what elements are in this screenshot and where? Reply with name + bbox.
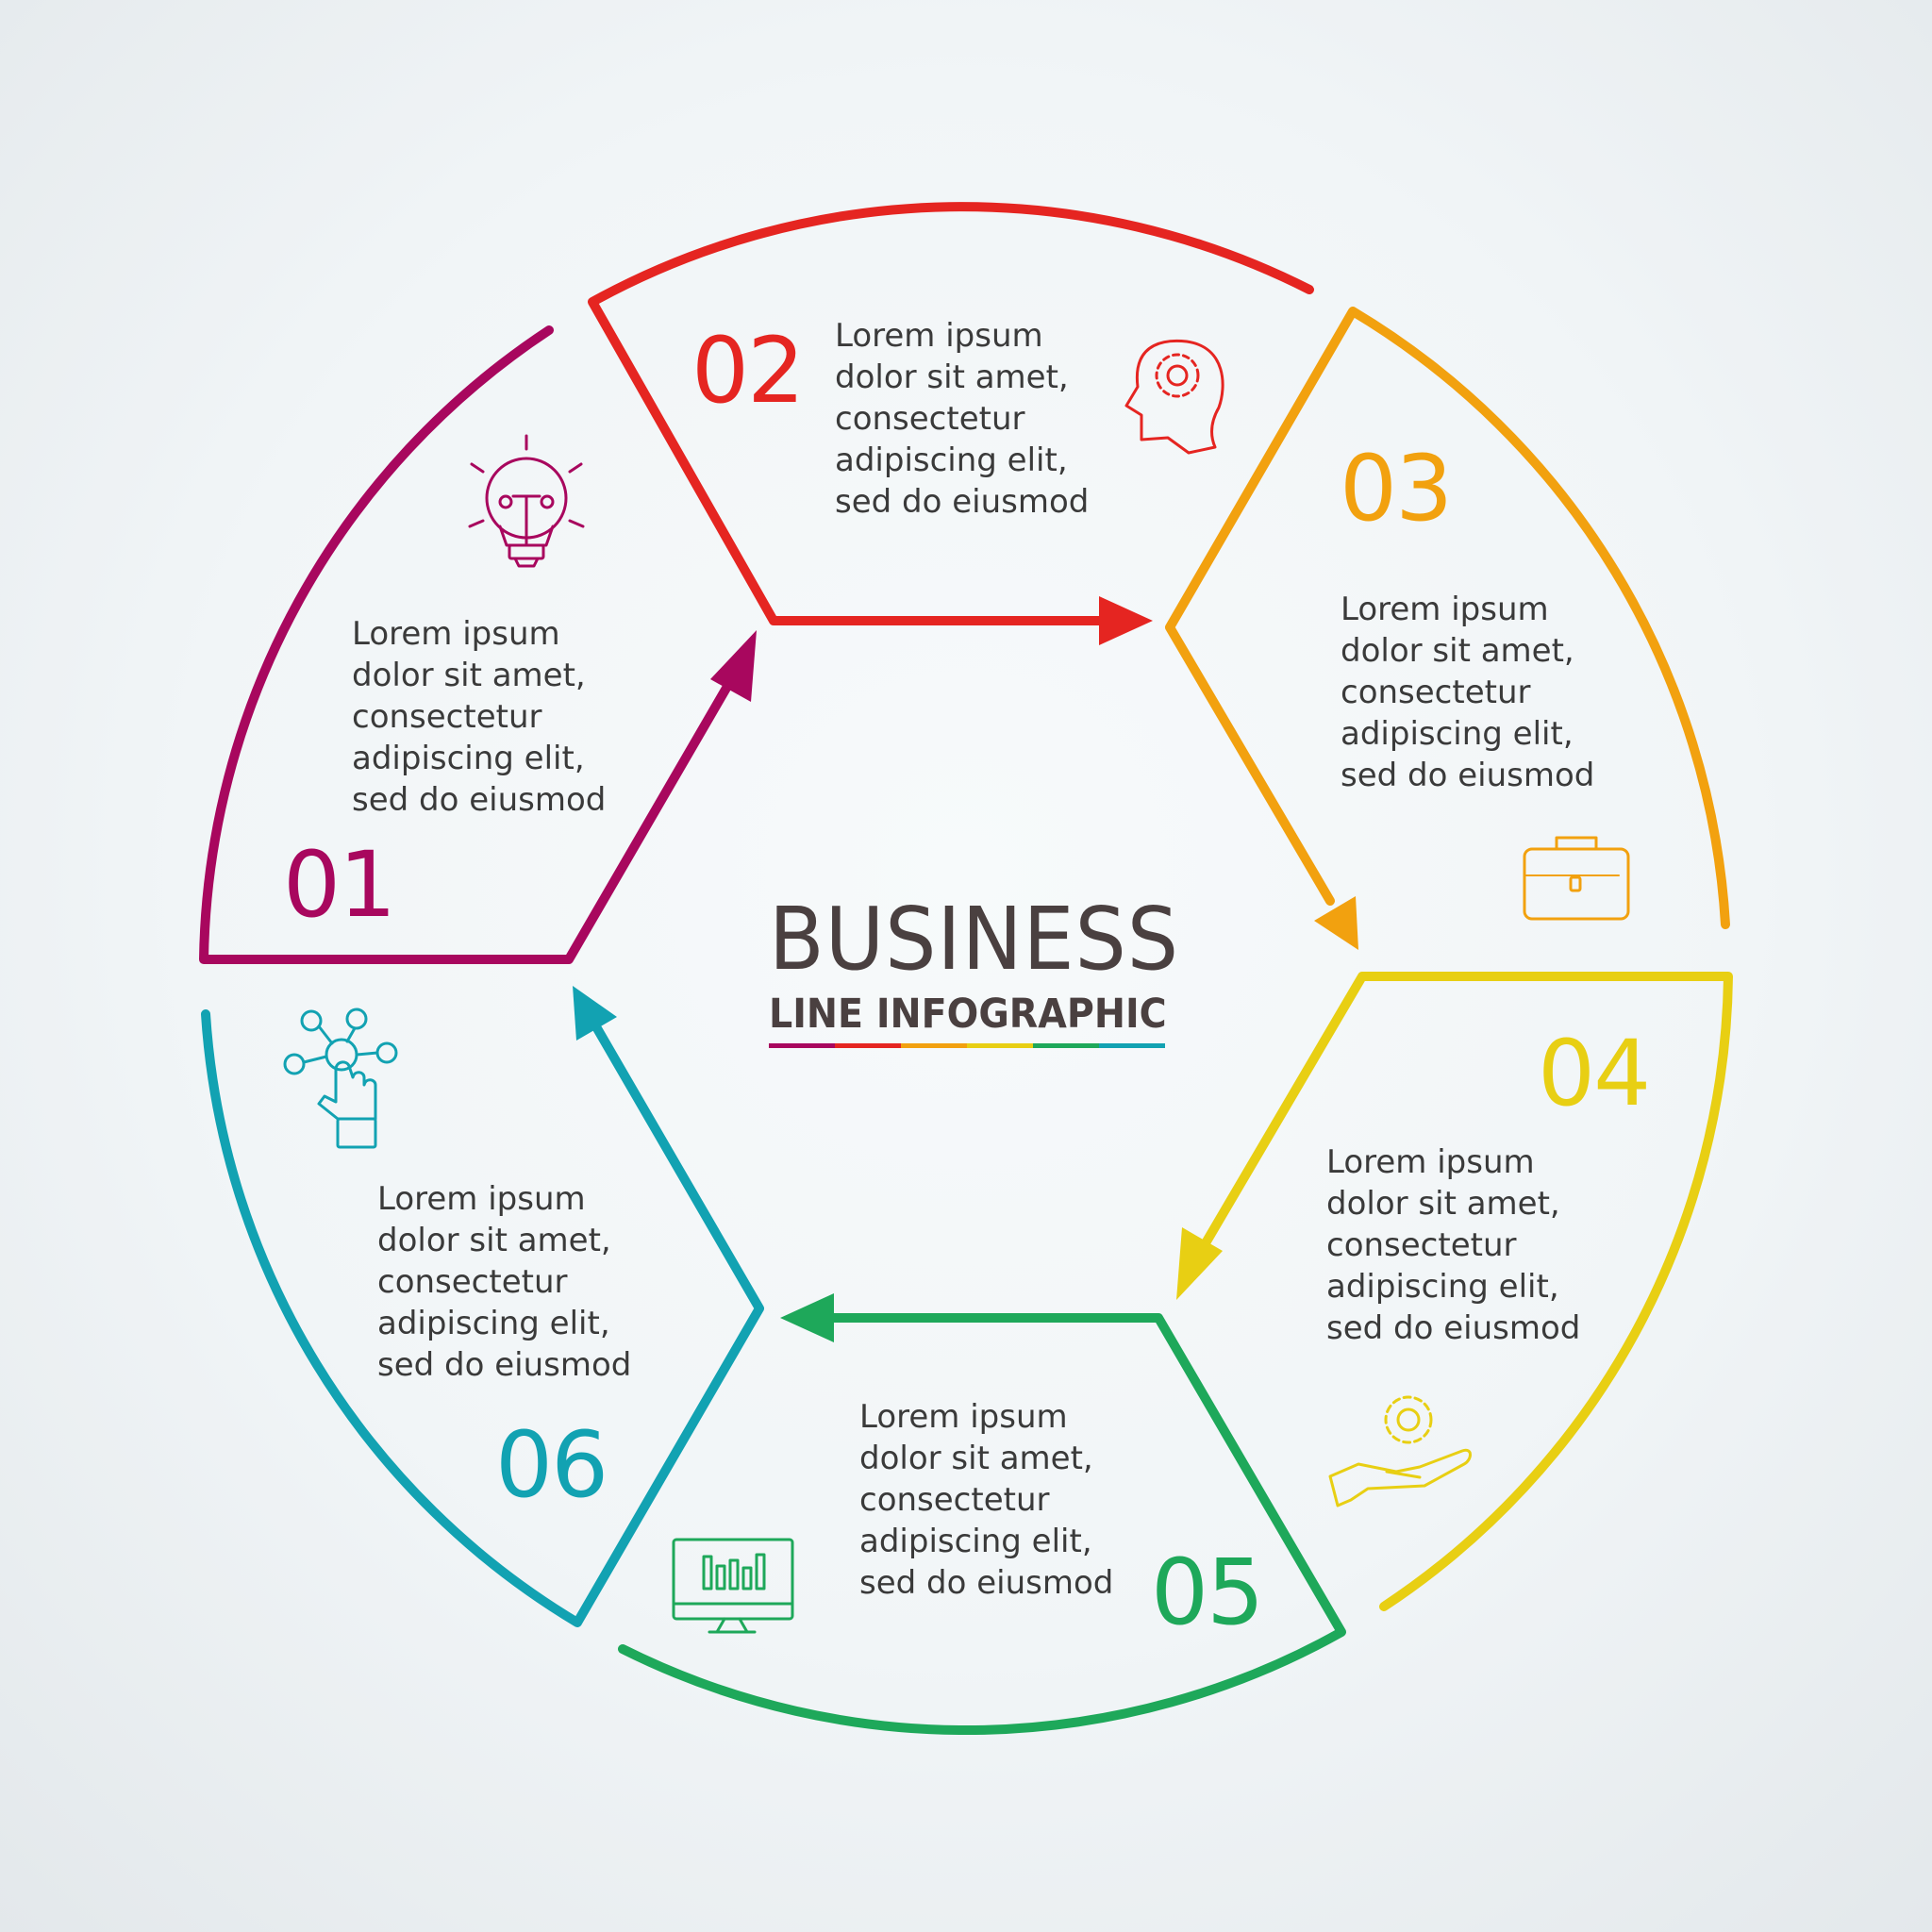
step-06-line-4: adipiscing elit, bbox=[377, 1305, 610, 1342]
step-03-line-3: consectetur bbox=[1341, 674, 1531, 711]
step-01-line-5: sed do eiusmod bbox=[352, 781, 607, 819]
step-01-number: 01 bbox=[283, 832, 396, 938]
step-06-line-2: dolor sit amet, bbox=[377, 1222, 611, 1259]
segment-03-outline bbox=[1165, 307, 1730, 929]
network-touch-icon bbox=[283, 1008, 398, 1149]
segment-05-outline bbox=[618, 1313, 1346, 1736]
step-03-line-2: dolor sit amet, bbox=[1341, 632, 1574, 670]
segment-02-outline bbox=[588, 202, 1314, 625]
monitor-chart-icon bbox=[672, 1538, 794, 1634]
step-03-number: 03 bbox=[1340, 436, 1453, 541]
title-bar-segment-03 bbox=[901, 1043, 967, 1048]
briefcase-icon bbox=[1523, 836, 1630, 921]
segment-04 bbox=[1176, 972, 1733, 1611]
step-04-line-2: dolor sit amet, bbox=[1326, 1185, 1560, 1223]
step-03-line-1: Lorem ipsum bbox=[1341, 591, 1549, 628]
step-03-line-5: sed do eiusmod bbox=[1341, 757, 1595, 794]
title-bar-segment-01 bbox=[769, 1043, 835, 1048]
step-06-line-5: sed do eiusmod bbox=[377, 1346, 632, 1384]
step-01-line-1: Lorem ipsum bbox=[352, 615, 560, 653]
arrow-01 bbox=[710, 630, 757, 702]
step-01-line-4: adipiscing elit, bbox=[352, 740, 585, 777]
step-05-line-5: sed do eiusmod bbox=[859, 1564, 1114, 1602]
segment-06-outline bbox=[201, 1009, 764, 1627]
step-04-line-5: sed do eiusmod bbox=[1326, 1309, 1581, 1347]
segment-05 bbox=[618, 1293, 1346, 1736]
segment-01-outline bbox=[199, 325, 747, 964]
step-02-line-5: sed do eiusmod bbox=[835, 483, 1090, 521]
step-05-line-4: adipiscing elit, bbox=[859, 1523, 1092, 1560]
segment-03 bbox=[1165, 307, 1730, 950]
head-gear-icon bbox=[1124, 339, 1224, 455]
title-bar-segment-06 bbox=[1099, 1043, 1165, 1048]
hand-gear-icon bbox=[1328, 1395, 1472, 1507]
step-01-line-3: consectetur bbox=[352, 698, 542, 736]
step-05-line-2: dolor sit amet, bbox=[859, 1440, 1093, 1477]
step-01-line-2: dolor sit amet, bbox=[352, 657, 586, 694]
title-bar-segment-05 bbox=[1033, 1043, 1099, 1048]
segment-02 bbox=[588, 202, 1314, 645]
step-04-line-3: consectetur bbox=[1326, 1226, 1517, 1264]
step-03-description: Lorem ipsum dolor sit amet, consectetur … bbox=[1341, 589, 1652, 796]
step-05-number: 05 bbox=[1151, 1540, 1264, 1645]
step-04-line-1: Lorem ipsum bbox=[1326, 1143, 1535, 1181]
step-04-description: Lorem ipsum dolor sit amet, consectetur … bbox=[1326, 1141, 1638, 1349]
segment-01 bbox=[199, 325, 757, 964]
step-02-line-4: adipiscing elit, bbox=[835, 441, 1068, 479]
step-06-number: 06 bbox=[495, 1412, 608, 1518]
arrow-02 bbox=[1099, 596, 1153, 645]
title-bar-segment-02 bbox=[835, 1043, 901, 1048]
lightbulb-icon bbox=[468, 434, 585, 568]
step-04-line-4: adipiscing elit, bbox=[1326, 1268, 1559, 1306]
arrow-06 bbox=[573, 986, 617, 1041]
step-03-line-4: adipiscing elit, bbox=[1341, 715, 1574, 753]
step-06-line-1: Lorem ipsum bbox=[377, 1180, 586, 1218]
step-05-line-3: consectetur bbox=[859, 1481, 1050, 1519]
segment-04-outline bbox=[1186, 972, 1733, 1611]
arrow-03 bbox=[1314, 896, 1358, 950]
step-04-number: 04 bbox=[1538, 1021, 1651, 1126]
step-02-line-3: consectetur bbox=[835, 400, 1025, 438]
step-01-description: Lorem ipsum dolor sit amet, consectetur … bbox=[352, 613, 663, 821]
step-05-description: Lorem ipsum dolor sit amet, consectetur … bbox=[859, 1396, 1171, 1604]
arrow-05 bbox=[780, 1293, 834, 1342]
arrow-04 bbox=[1176, 1227, 1223, 1300]
title-color-bar bbox=[769, 1043, 1165, 1048]
step-02-line-1: Lorem ipsum bbox=[835, 317, 1043, 355]
step-02-number: 02 bbox=[691, 318, 805, 424]
step-06-description: Lorem ipsum dolor sit amet, consectetur … bbox=[377, 1178, 689, 1386]
step-05-line-1: Lorem ipsum bbox=[859, 1398, 1068, 1436]
segment-06 bbox=[201, 986, 764, 1627]
step-02-line-2: dolor sit amet, bbox=[835, 358, 1069, 396]
step-06-line-3: consectetur bbox=[377, 1263, 568, 1301]
title-subtitle: LINE INFOGRAPHIC bbox=[769, 991, 1167, 1038]
title-main: BUSINESS bbox=[769, 889, 1179, 990]
title-bar-segment-04 bbox=[967, 1043, 1033, 1048]
title-block: BUSINESS LINE INFOGRAPHIC bbox=[769, 889, 1179, 1048]
step-02-description: Lorem ipsum dolor sit amet, consectetur … bbox=[835, 315, 1146, 523]
